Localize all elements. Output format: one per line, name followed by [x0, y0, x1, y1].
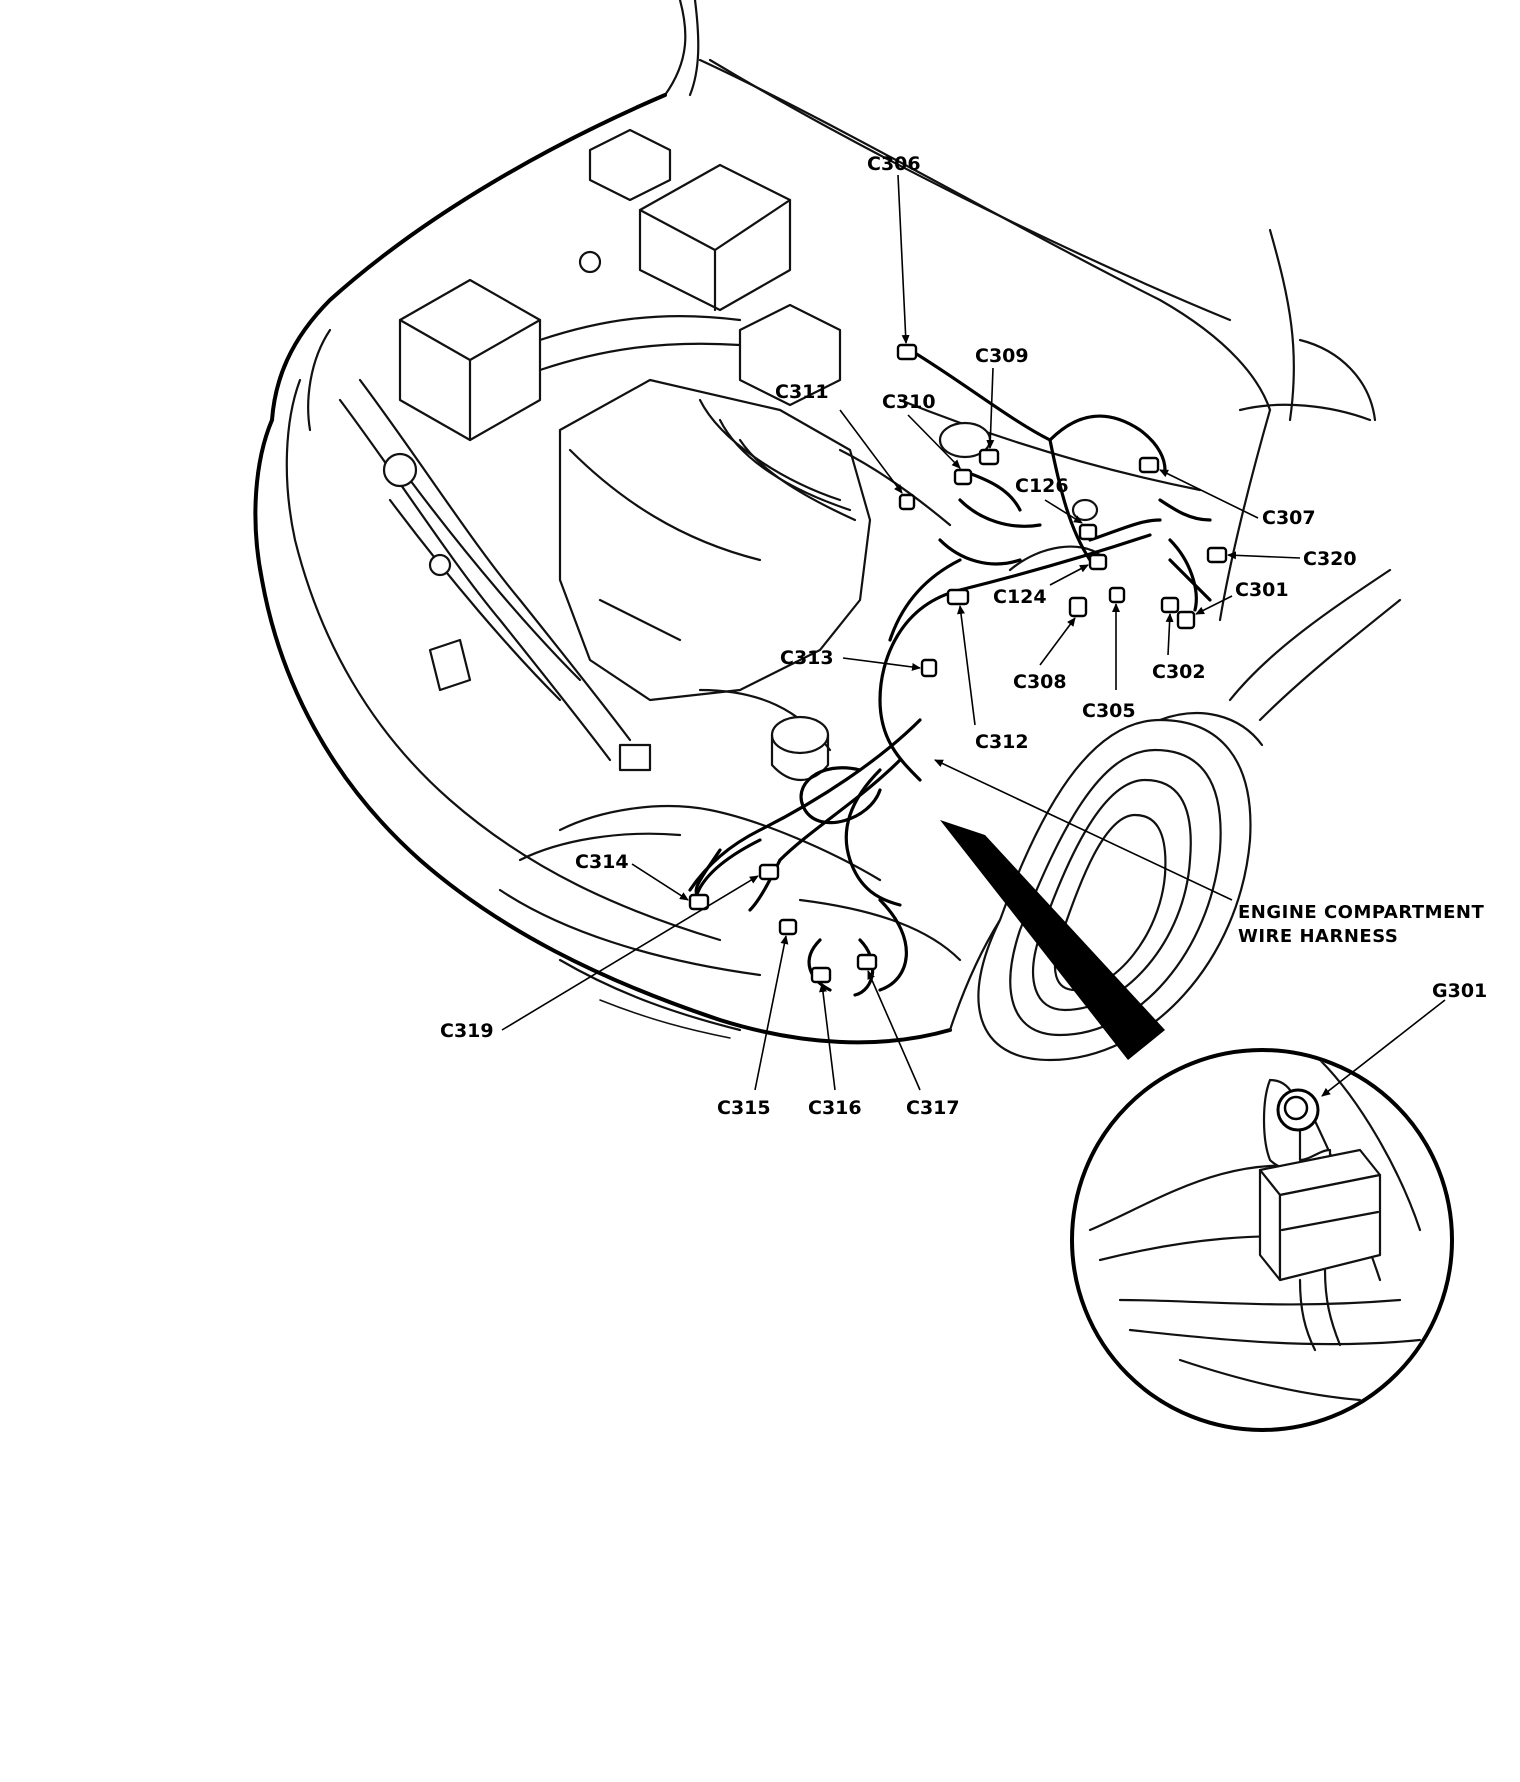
label-c309: C309	[975, 345, 1029, 367]
connector-c320-glyph	[1206, 546, 1228, 564]
label-c311: C311	[775, 381, 829, 403]
label-c307: C307	[1262, 507, 1316, 529]
connector-c316-glyph	[810, 966, 832, 984]
connector-c310-glyph	[953, 468, 973, 486]
connector-c314-glyph	[688, 893, 710, 911]
callout-wedge	[940, 820, 1165, 1060]
label-c306: C306	[867, 153, 921, 175]
leader-lines	[501, 174, 1301, 1091]
label-c316: C316	[808, 1097, 862, 1119]
connector-c301-glyph	[1176, 610, 1196, 630]
connector-c306-glyph	[896, 343, 918, 361]
headlight-area	[498, 805, 962, 977]
connector-c315-glyph	[778, 918, 798, 936]
connector-c309-glyph	[978, 448, 1000, 466]
label-c320: C320	[1303, 548, 1357, 570]
brake-booster-area	[838, 421, 1102, 572]
connector-c124-glyph	[1088, 553, 1108, 571]
connector-c319-glyph	[758, 863, 780, 881]
car-body-outline	[253, 0, 1402, 1045]
connector-c302-glyph	[1160, 596, 1180, 614]
label-g301: G301	[1432, 980, 1487, 1002]
connector-glyphs	[688, 343, 1228, 984]
connector-c126-glyph	[1078, 523, 1098, 541]
harness-label-line2: WIRE HARNESS	[1238, 926, 1398, 947]
connector-c313-glyph	[920, 658, 938, 678]
label-c314: C314	[575, 851, 629, 873]
connector-c317-glyph	[856, 953, 878, 971]
connector-c308-glyph	[1068, 596, 1088, 618]
connector-c305-glyph	[1108, 586, 1126, 604]
left-engine-bay-components	[338, 128, 792, 772]
harness-label-line1: ENGINE COMPARTMENT	[1238, 902, 1484, 923]
connector-labels: C306 C309 C311 C310 C126 C307 C320 C124 …	[440, 153, 1487, 1119]
g301-detail-callout	[940, 820, 1454, 1432]
connector-c311-glyph	[898, 493, 916, 511]
label-c308: C308	[1013, 671, 1067, 693]
label-c126: C126	[1015, 475, 1069, 497]
connector-c307-glyph	[1138, 456, 1160, 474]
label-c310: C310	[882, 391, 936, 413]
connector-c312-glyph	[946, 588, 970, 606]
label-c124: C124	[993, 586, 1047, 608]
label-c317: C317	[906, 1097, 960, 1119]
label-c319: C319	[440, 1020, 494, 1042]
label-c313: C313	[780, 647, 834, 669]
engine-block	[558, 303, 872, 781]
label-c302: C302	[1152, 661, 1206, 683]
label-c305: C305	[1082, 700, 1136, 722]
label-c301: C301	[1235, 579, 1289, 601]
label-c312: C312	[975, 731, 1029, 753]
label-c315: C315	[717, 1097, 771, 1119]
